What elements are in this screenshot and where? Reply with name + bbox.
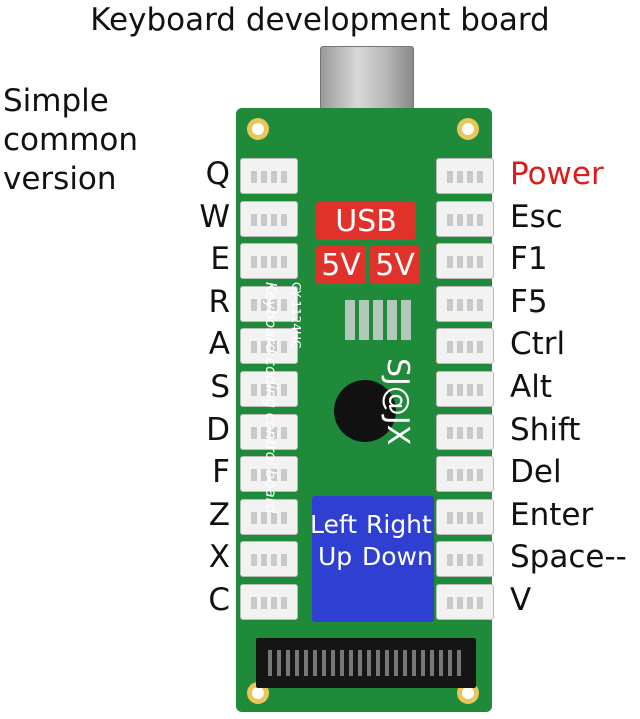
- right-wire-connector: [436, 456, 494, 493]
- left-wire-connector: [240, 285, 298, 322]
- left-wire-connector: [240, 413, 298, 450]
- left-wire-connector: [240, 158, 298, 194]
- right-wire-connector: [436, 200, 494, 237]
- right-key-label: Shift: [510, 411, 581, 448]
- 5v-right-label: 5V: [370, 246, 420, 284]
- left-key-label: D: [206, 411, 230, 448]
- controller-chip: [334, 380, 396, 442]
- left-key-label: S: [210, 369, 230, 405]
- right-key-label: V: [510, 582, 532, 618]
- left-wire-connector: [240, 371, 298, 407]
- right-wire-connector: [436, 371, 494, 407]
- left-key-label: W: [199, 198, 230, 235]
- right-wire-connector: [436, 584, 494, 620]
- right-wire-connector: [436, 541, 494, 578]
- page-title: Keyboard development board: [90, 2, 550, 38]
- direction-connector-block: [312, 496, 434, 622]
- right-key-label: Del: [510, 454, 562, 491]
- left-wire-connector: [240, 328, 298, 365]
- brand-label: SJ@JX: [380, 358, 415, 446]
- right-key-label: F1: [510, 241, 548, 278]
- pin-header: [256, 638, 476, 688]
- down-label: Down: [362, 542, 433, 571]
- usb-chip-label: USB: [316, 202, 416, 240]
- left-wire-connector: [240, 243, 298, 280]
- right-wire-connector: [436, 328, 494, 365]
- left-wire-connector: [240, 541, 298, 578]
- right-key-label: Enter: [510, 496, 594, 533]
- right-key-label: Ctrl: [510, 326, 566, 363]
- right-wire-connector: [436, 243, 494, 280]
- right-key-label: Esc: [510, 198, 563, 235]
- left-key-label: X: [208, 539, 230, 576]
- right-key-label: Alt: [510, 369, 552, 405]
- left-key-label: R: [208, 283, 230, 320]
- model-label: CY-1124HC: [289, 282, 303, 349]
- left-wire-connector: [240, 200, 298, 237]
- right-key-label: Power: [510, 156, 604, 192]
- right-wire-connector: [436, 285, 494, 322]
- left-wire-connector: [240, 584, 298, 620]
- right-wire-connector: [436, 498, 494, 535]
- left-wire-connector: [240, 456, 298, 493]
- right-key-label: F5: [510, 283, 548, 320]
- mount-hole: [247, 118, 269, 140]
- right-label: Right: [366, 510, 432, 539]
- left-key-label: A: [208, 326, 230, 363]
- left-key-label: Z: [208, 496, 230, 533]
- board-silkscreen: Keyboard coding control board: [262, 282, 280, 514]
- left-label: Left: [310, 510, 358, 539]
- up-label: Up: [318, 542, 353, 571]
- right-key-label: Space--: [510, 539, 627, 576]
- left-key-label: Q: [205, 156, 230, 192]
- version-label: Simple common version: [3, 83, 139, 197]
- smd-components: [345, 300, 415, 340]
- left-key-label: E: [210, 241, 230, 278]
- 5v-left-label: 5V: [316, 246, 366, 284]
- left-key-label: F: [212, 454, 230, 491]
- right-wire-connector: [436, 413, 494, 450]
- left-key-label: C: [208, 582, 230, 618]
- right-wire-connector: [436, 158, 494, 194]
- mount-hole: [457, 118, 479, 140]
- left-wire-connector: [240, 498, 298, 535]
